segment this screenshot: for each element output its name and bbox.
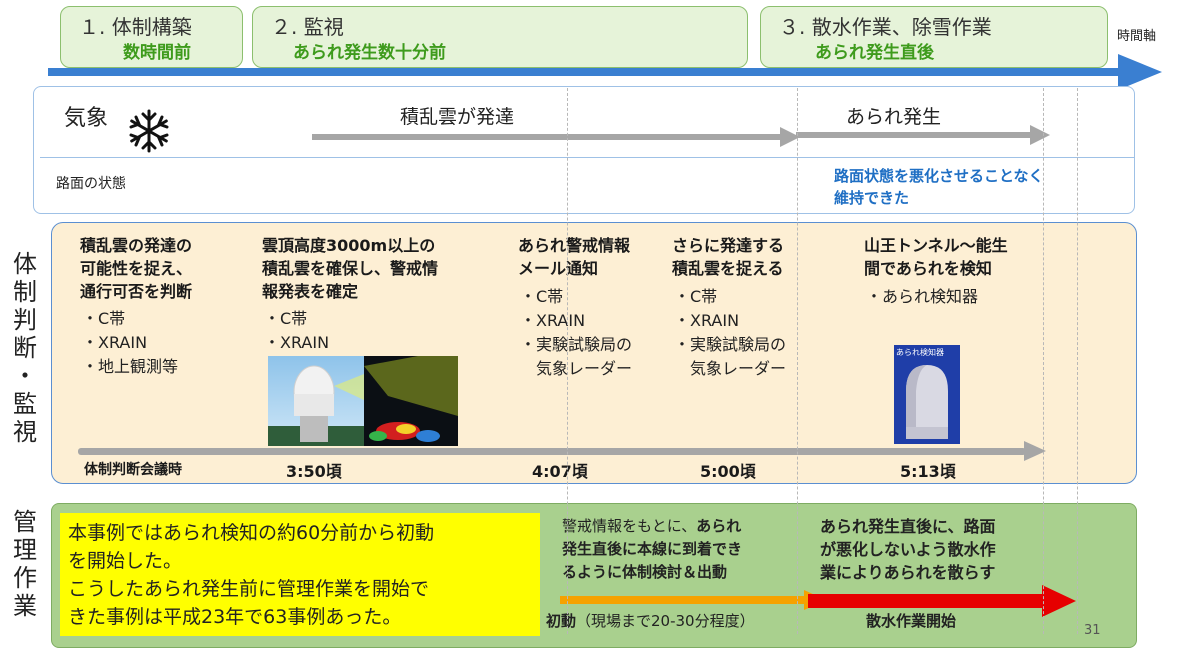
judgement-4-items: ・C帯・XRAIN・実験試験局の 気象レーダー <box>674 287 787 378</box>
initial-response-arrow <box>560 590 826 610</box>
time-0407: 4:07頃 <box>532 462 588 481</box>
judgement-1-title: 積乱雲の発達の可能性を捉え、通行可否を判断 <box>80 236 193 301</box>
time-guide-line-4 <box>1077 88 1078 634</box>
time-0500: 5:00頃 <box>700 462 756 481</box>
judgement-3-items: ・C帯・XRAIN・実験試験局の 気象レーダー <box>520 287 633 378</box>
time-axis-label: 時間軸 <box>1117 29 1157 44</box>
phase-2-title: ２. 監視 <box>271 15 344 39</box>
time-guide-line-2 <box>797 88 798 634</box>
road-state-divider <box>40 157 1134 158</box>
hail-occurrence-label: あられ発生 <box>846 106 942 128</box>
road-state-result: 路面状態を悪化させることなく 維持できた <box>834 167 1044 207</box>
timeline-arrow <box>48 54 1162 90</box>
cloud-development-arrow <box>312 127 800 147</box>
snowflake-icon <box>129 109 169 153</box>
time-meeting: 体制判断会議時 <box>84 462 182 478</box>
phase-3-title: ３. 散水作業、除雪作業 <box>779 15 992 39</box>
road-state-label: 路面の状態 <box>56 176 126 192</box>
judgement-3-title: あられ警戒情報メール通知 <box>518 236 631 278</box>
judgement-side-label: 体制判断・監視 <box>13 250 37 446</box>
judgement-4-title: さらに発達する積乱雲を捉える <box>672 236 785 278</box>
time-guide-line-1 <box>567 88 568 634</box>
spray-start-label: 散水作業開始 <box>866 612 957 630</box>
phase-1-box: １. 体制構築 数時間前 <box>60 6 243 68</box>
management-dispatch-text: 警戒情報をもとに、あられ 発生直後に本線に到着でき るように体制検討＆出動 <box>562 517 743 581</box>
hail-occurrence-arrow <box>796 125 1050 145</box>
hail-detector-photo: あられ検知器 <box>894 345 960 444</box>
page-number: 31 <box>1084 623 1101 638</box>
judgement-2-items: ・C帯・XRAIN <box>264 309 330 352</box>
judgement-5-title: 山王トンネル～能生間であられを検知 <box>864 236 1008 278</box>
radar-photo <box>268 356 458 446</box>
management-side-label: 管理作業 <box>13 508 37 620</box>
management-summary: 本事例ではあられ検知の約60分前から初動を開始した。 こうしたあられ発生前に管理… <box>60 513 540 636</box>
time-guide-line-3 <box>1043 88 1044 634</box>
judgement-2-title: 雲頂高度3000m以上の積乱雲を確保し、警戒情報発表を確定 <box>262 236 439 301</box>
judgement-1-items: ・C帯・XRAIN・地上観測等 <box>82 309 179 376</box>
weather-panel <box>33 86 1135 214</box>
weather-label: 気象 <box>64 106 109 131</box>
initial-response-label: 初動（現場まで20-30分程度） <box>546 612 755 630</box>
time-0350: 3:50頃 <box>286 462 342 481</box>
phase-2-timing: あられ発生数十分前 <box>293 43 446 63</box>
management-spray-text: あられ発生直後に、路面が悪化しないよう散水作業によりあられを散らす <box>820 517 996 582</box>
judgement-5-items: ・あられ検知器 <box>866 287 979 306</box>
phase-2-box: ２. 監視 あられ発生数十分前 <box>252 6 748 68</box>
phase-3-box: ３. 散水作業、除雪作業 あられ発生直後 <box>760 6 1108 68</box>
spray-work-arrow <box>808 585 1076 617</box>
phase-3-timing: あられ発生直後 <box>815 43 934 63</box>
time-0513: 5:13頃 <box>900 462 956 481</box>
judgement-timeline-arrow <box>78 441 1046 461</box>
phase-1-title: １. 体制構築 <box>79 15 192 39</box>
phase-1-timing: 数時間前 <box>123 43 191 63</box>
cloud-development-label: 積乱雲が発達 <box>400 106 515 128</box>
